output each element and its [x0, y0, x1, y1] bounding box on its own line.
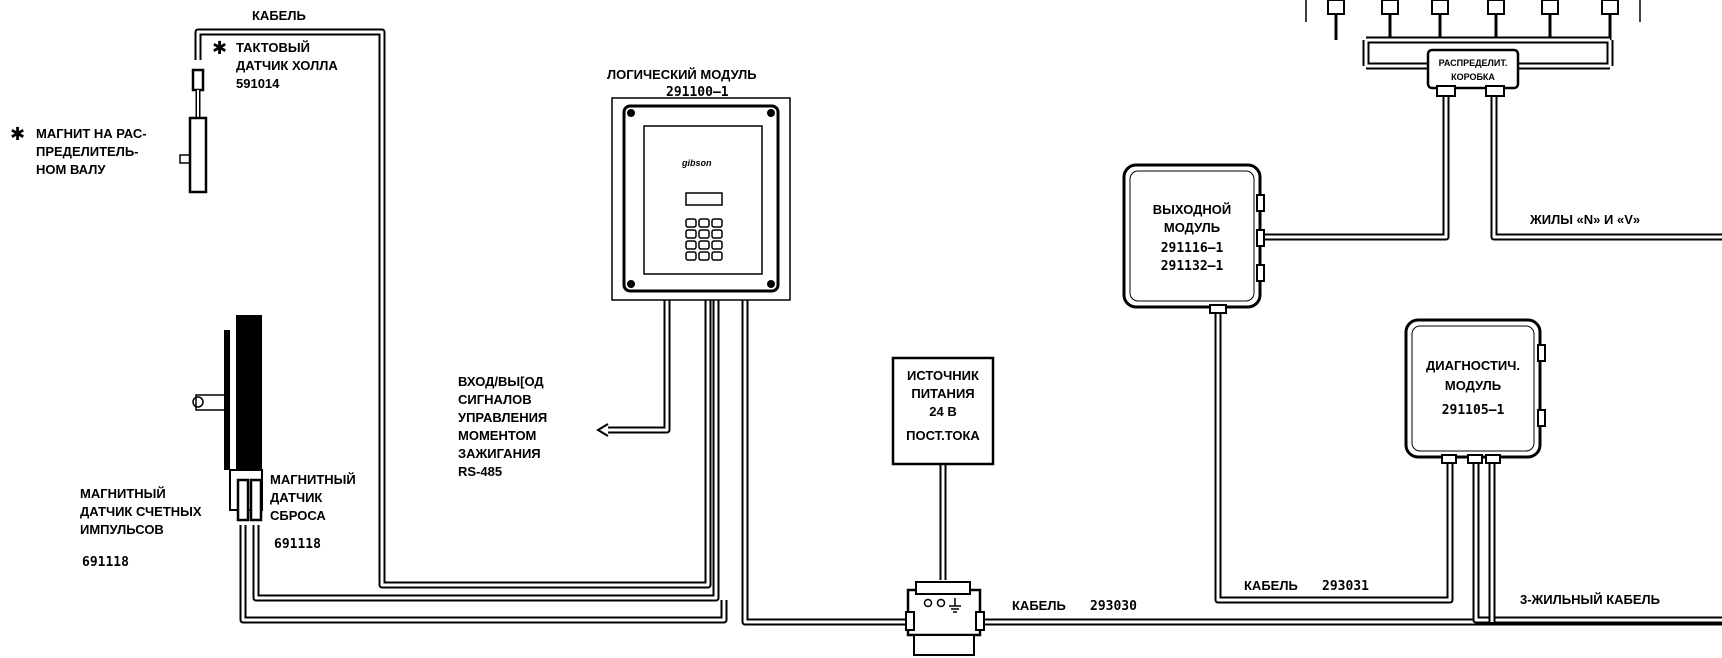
label-out-num1: 291116–1	[1161, 241, 1224, 256]
distributor-magnet	[179, 116, 208, 194]
cable-293030	[741, 300, 1722, 626]
label-psu-4: ПОСТ.ТОКА	[906, 428, 980, 443]
cable-hall-sensor	[194, 28, 712, 589]
label-io-3: УПРАВЛЕНИЯ	[458, 410, 547, 425]
ground-icon	[949, 598, 961, 613]
logic-module-keypad	[685, 218, 723, 261]
label-diag-2: МОДУЛЬ	[1445, 378, 1501, 393]
cable-293031	[1214, 310, 1454, 604]
keypad-key	[698, 240, 710, 250]
label-mag-reset-num: 691118	[274, 537, 321, 552]
terminal-icon	[923, 598, 933, 608]
ignition-coil	[1431, 0, 1449, 15]
label-psu-1: ИСТОЧНИК	[907, 368, 979, 383]
power-supply	[891, 356, 995, 466]
label-mag-reset-3: СБРОСА	[270, 508, 326, 523]
label-cable1: КАБЕЛЬ	[1012, 598, 1066, 613]
cable-reset-sensor	[252, 300, 720, 602]
wires	[194, 28, 1722, 626]
cable-io-signals	[608, 300, 671, 434]
label-mag-count-1: МАГНИТНЫЙ	[80, 486, 166, 501]
label-io-2: СИГНАЛОВ	[458, 392, 532, 407]
keypad-key	[698, 218, 710, 228]
label-io-1: ВХОД/ВЫ[ОД	[458, 374, 544, 389]
label-magnet-3: НОМ ВАЛУ	[36, 162, 106, 177]
label-wires-nv: ЖИЛЫ «N» И «V»	[1529, 212, 1640, 227]
keypad-key	[685, 218, 697, 228]
keypad-key	[711, 218, 723, 228]
label-out-2: МОДУЛЬ	[1164, 220, 1220, 235]
label-magnet-2: ПРЕДЕЛИТЕЛЬ-	[36, 144, 139, 159]
label-mag-count-3: ИМПУЛЬСОВ	[80, 522, 164, 537]
label-hall-1: ТАКТОВЫЙ	[236, 40, 310, 55]
star-icon: ✱	[10, 124, 25, 145]
label-dist-2: КОРОБКА	[1451, 72, 1495, 82]
logic-module: gibson	[611, 97, 791, 301]
label-io-6: RS-485	[458, 464, 502, 479]
cable-count-sensor	[239, 525, 728, 624]
label-mag-count-num: 691118	[82, 555, 129, 570]
cable-nv-wires	[1490, 95, 1722, 241]
label-psu-2: ПИТАНИЯ	[911, 386, 974, 401]
cable-output-to-dist	[1262, 95, 1450, 241]
label-cable2: КАБЕЛЬ	[1244, 578, 1298, 593]
label-mag-reset-2: ДАТЧИК	[270, 490, 322, 505]
label-io-4: МОМЕНТОМ	[458, 428, 536, 443]
cable-3wire	[1472, 460, 1722, 624]
label-cable3: 3-ЖИЛЬНЫЙ КАБЕЛЬ	[1520, 592, 1660, 607]
junction-box	[905, 581, 985, 656]
label-dist-1: РАСПРЕДЕЛИТ.	[1439, 58, 1508, 68]
ignition-coil	[1601, 0, 1619, 15]
label-cable2-num: 293031	[1322, 579, 1369, 594]
star-icon: ✱	[212, 38, 227, 59]
label-diag-1: ДИАГНОСТИЧ.	[1426, 358, 1520, 373]
ignition-coils	[1327, 0, 1619, 40]
hall-sensor	[191, 68, 205, 118]
label-io-5: ЗАЖИГАНИЯ	[458, 446, 541, 461]
logic-module-display	[685, 192, 723, 206]
flywheel-sensors	[192, 315, 263, 522]
label-diag-num: 291105–1	[1442, 403, 1505, 418]
keypad-key	[685, 251, 697, 261]
ignition-coil	[1487, 0, 1505, 15]
label-psu-3: 24 В	[929, 404, 956, 419]
label-cable1-num: 293030	[1090, 599, 1137, 614]
label-hall-2: ДАТЧИК ХОЛЛА	[236, 58, 338, 73]
label-logic-title: ЛОГИЧЕСКИЙ МОДУЛЬ	[607, 67, 757, 82]
label-mag-count-2: ДАТЧИК СЧЕТНЫХ	[80, 504, 202, 519]
diagnostic-module	[1404, 318, 1546, 464]
label-cable-top: КАБЕЛЬ	[252, 8, 306, 23]
label-logic-num: 291100–1	[666, 85, 729, 100]
label-out-num2: 291132–1	[1161, 259, 1224, 274]
ignition-coil	[1327, 0, 1345, 15]
keypad-key	[698, 251, 710, 261]
keypad-key	[711, 251, 723, 261]
io-arrow-icon	[596, 423, 609, 437]
terminal-icon	[936, 598, 946, 608]
label-hall-num: 591014	[236, 76, 280, 91]
keypad-key	[685, 240, 697, 250]
keypad-key	[685, 229, 697, 239]
logic-module-logo: gibson	[681, 158, 712, 168]
labels: КАБЕЛЬ ✱ ТАКТОВЫЙ ДАТЧИК ХОЛЛА 591014 ✱ …	[10, 8, 1660, 614]
ignition-coil	[1541, 0, 1559, 15]
label-mag-reset-1: МАГНИТНЫЙ	[270, 472, 356, 487]
keypad-key	[698, 229, 710, 239]
ignition-coil	[1381, 0, 1399, 15]
keypad-key	[711, 240, 723, 250]
label-magnet-1: МАГНИТ НА РАС-	[36, 126, 147, 141]
output-module	[1122, 163, 1265, 314]
label-out-1: ВЫХОДНОЙ	[1153, 202, 1232, 217]
distribution-box	[1305, 0, 1641, 97]
keypad-key	[711, 229, 723, 239]
